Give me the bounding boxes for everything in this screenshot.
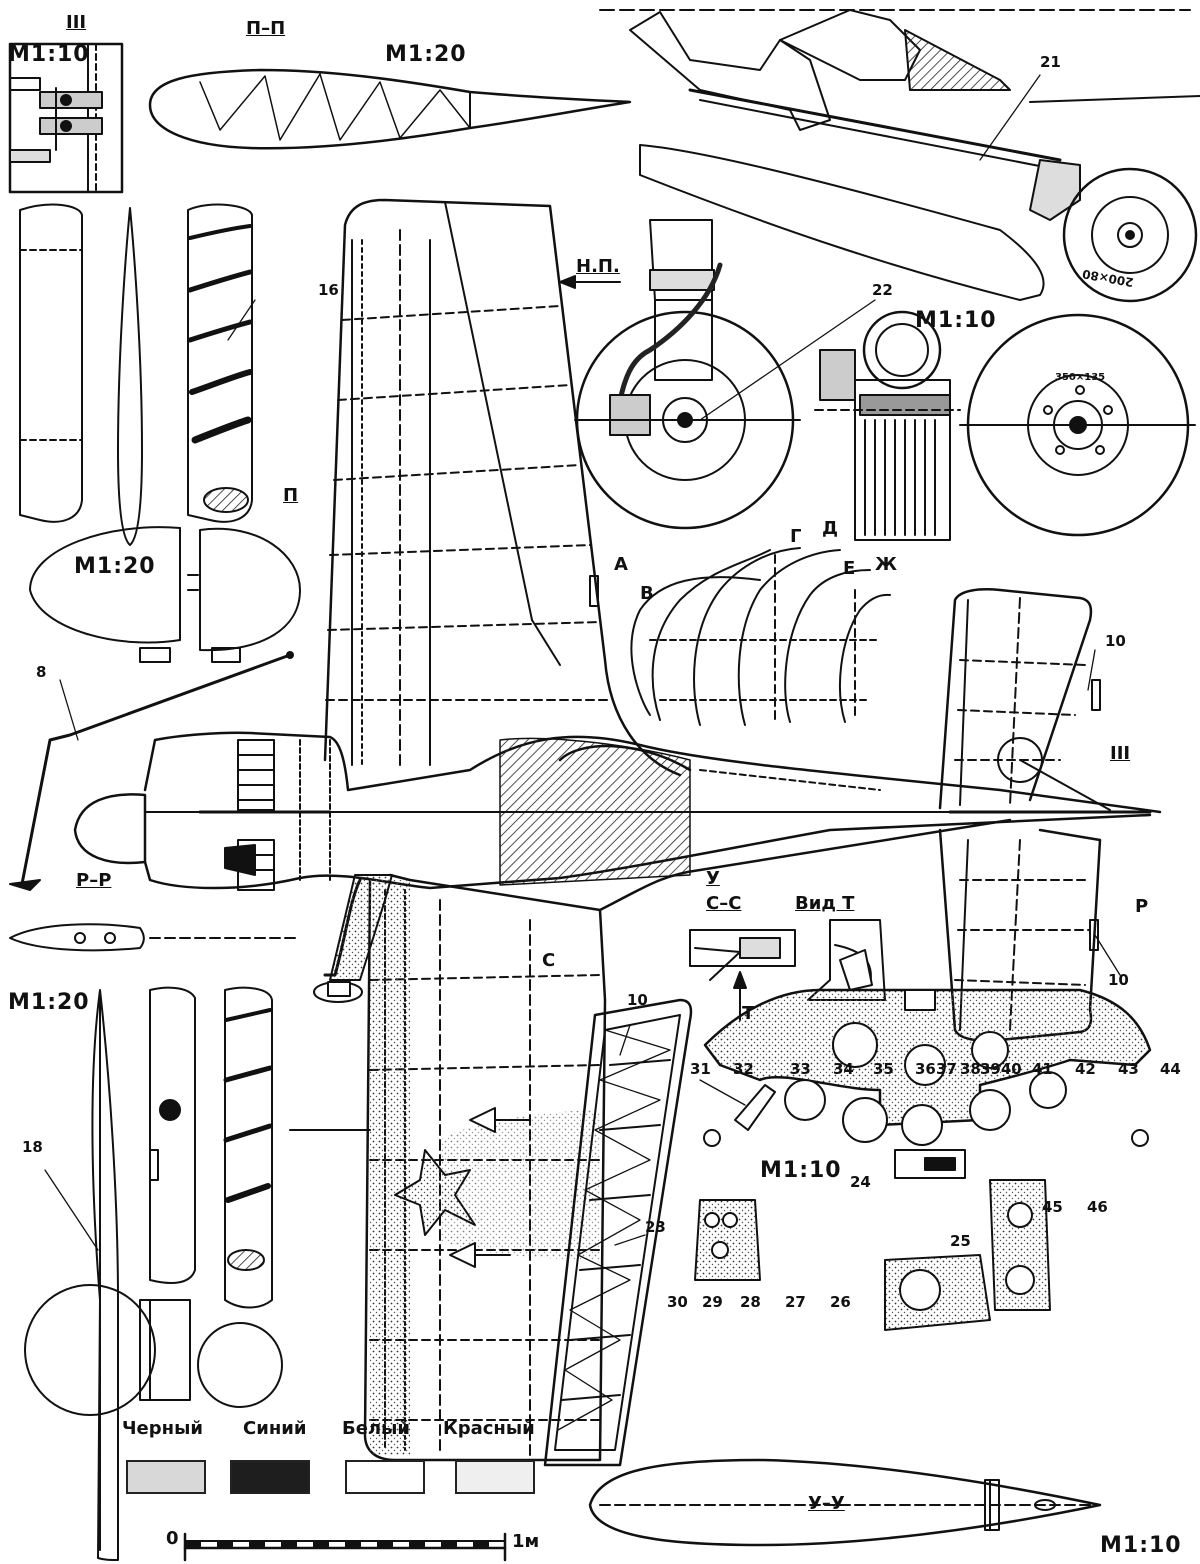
label-vid-t: Вид Т (795, 893, 855, 914)
main-wheel-side (574, 219, 801, 530)
callout-41: 41 (1032, 1060, 1053, 1078)
callout-10-top: 10 (1105, 632, 1126, 650)
callout-35: 35 (873, 1060, 894, 1078)
callout-23: 23 (645, 1218, 666, 1236)
legend-label-black: Черный (122, 1418, 203, 1439)
scale-bar-start: 0 (166, 1528, 179, 1549)
scale-landing-gear: М1:10 (915, 308, 997, 333)
label-t-marker: Т (742, 1003, 755, 1024)
callout-22: 22 (872, 281, 893, 299)
view-t (807, 919, 886, 1001)
label-p-marker: П (283, 485, 299, 506)
legend-label-white: Белый (342, 1418, 411, 1439)
legend-swatch-red (455, 1460, 535, 1494)
horizontal-stabilizer (938, 588, 1111, 1042)
callout-leaders (44, 74, 1121, 1251)
main-wheel-section (814, 310, 961, 541)
detail-iii-hinge (8, 42, 124, 194)
landing-gear-strut (599, 9, 1200, 303)
label-pp: П–П (246, 18, 286, 39)
label-rr: Р–Р (76, 870, 112, 891)
legend-label-blue: Синий (243, 1418, 307, 1439)
callout-38: 38 (960, 1060, 981, 1078)
sub-panel-right (989, 1179, 1051, 1311)
label-cc: С–С (706, 893, 742, 914)
label-c-marker: С (542, 950, 556, 971)
scale-bar (183, 1532, 507, 1562)
callout-25: 25 (950, 1232, 971, 1250)
label-u-marker: У (706, 868, 720, 889)
sub-panel-left (694, 1199, 761, 1281)
legend-label-red: Красный (443, 1418, 535, 1439)
callout-46: 46 (1087, 1198, 1108, 1216)
label-r-marker: Р (1135, 896, 1149, 917)
callout-10-wing: 10 (627, 991, 648, 1009)
callout-29: 29 (702, 1293, 723, 1311)
scale-instrument-panel: М1:10 (760, 1158, 842, 1183)
sub-panel-center (884, 1254, 991, 1331)
rib-v: В (640, 583, 654, 604)
callout-36: 36 (915, 1060, 936, 1078)
control-stick (313, 874, 393, 1003)
callout-34: 34 (833, 1060, 854, 1078)
canopy-section-uu (588, 1458, 1102, 1547)
callout-45: 45 (1042, 1198, 1063, 1216)
wing-planform (289, 818, 1012, 1462)
rib-a: А (614, 554, 628, 575)
section-cc (689, 929, 796, 1021)
tire-size-main: 350×135 (1055, 372, 1106, 383)
label-iii-stab: III (1110, 743, 1131, 764)
callout-21: 21 (1040, 53, 1061, 71)
legend-swatch-black (126, 1460, 206, 1494)
scale-propeller-front: М1:20 (8, 990, 90, 1015)
aileron-23 (543, 998, 693, 1467)
callout-27: 27 (785, 1293, 806, 1311)
label-iii-title: III (66, 12, 87, 33)
callout-37: 37 (936, 1060, 957, 1078)
legend-swatch-blue (230, 1460, 310, 1494)
callout-16: 16 (318, 281, 339, 299)
callout-3940: 3940 (980, 1060, 1022, 1078)
rib-zh: Ж (875, 554, 898, 575)
spinner-side-view (29, 526, 301, 663)
callout-42: 42 (1075, 1060, 1096, 1078)
section-rr (9, 923, 301, 952)
scale-detail-iii: М1:10 (8, 42, 90, 67)
callout-8: 8 (36, 663, 47, 681)
callout-43: 43 (1118, 1060, 1139, 1078)
rib-g: Г (790, 526, 802, 547)
fuselage-side-view (73, 731, 1162, 891)
antenna-mast (9, 651, 294, 891)
vertical-fin (323, 198, 682, 777)
np-arrow (559, 275, 621, 289)
callout-30: 30 (667, 1293, 688, 1311)
callout-18: 18 (22, 1138, 43, 1156)
callout-24: 24 (850, 1173, 871, 1191)
scale-spinner: М1:20 (74, 554, 156, 579)
label-uu: У–У (808, 1493, 845, 1514)
scale-bar-end: 1м (512, 1531, 540, 1552)
callout-44: 44 (1160, 1060, 1181, 1078)
rib-e: Е (843, 558, 856, 579)
main-wheel-front (959, 313, 1196, 537)
propeller-blade-views-bottom (24, 986, 283, 1561)
callout-28: 28 (740, 1293, 761, 1311)
label-np: Н.П. (576, 256, 620, 277)
scale-profile-pp: М1:20 (385, 42, 467, 67)
callout-26: 26 (830, 1293, 851, 1311)
legend-swatch-white (345, 1460, 425, 1494)
callout-32: 32 (733, 1060, 754, 1078)
instrument-panel (703, 988, 1152, 1179)
rib-d: Д (822, 518, 839, 539)
propeller-blade-views-top (19, 203, 253, 546)
profile-pp (148, 68, 632, 150)
scale-canopy-uu: М1:10 (1100, 1533, 1182, 1558)
rib-profiles (630, 547, 891, 726)
callout-10-bottom: 10 (1108, 971, 1129, 989)
callout-33: 33 (790, 1060, 811, 1078)
callout-31: 31 (690, 1060, 711, 1078)
